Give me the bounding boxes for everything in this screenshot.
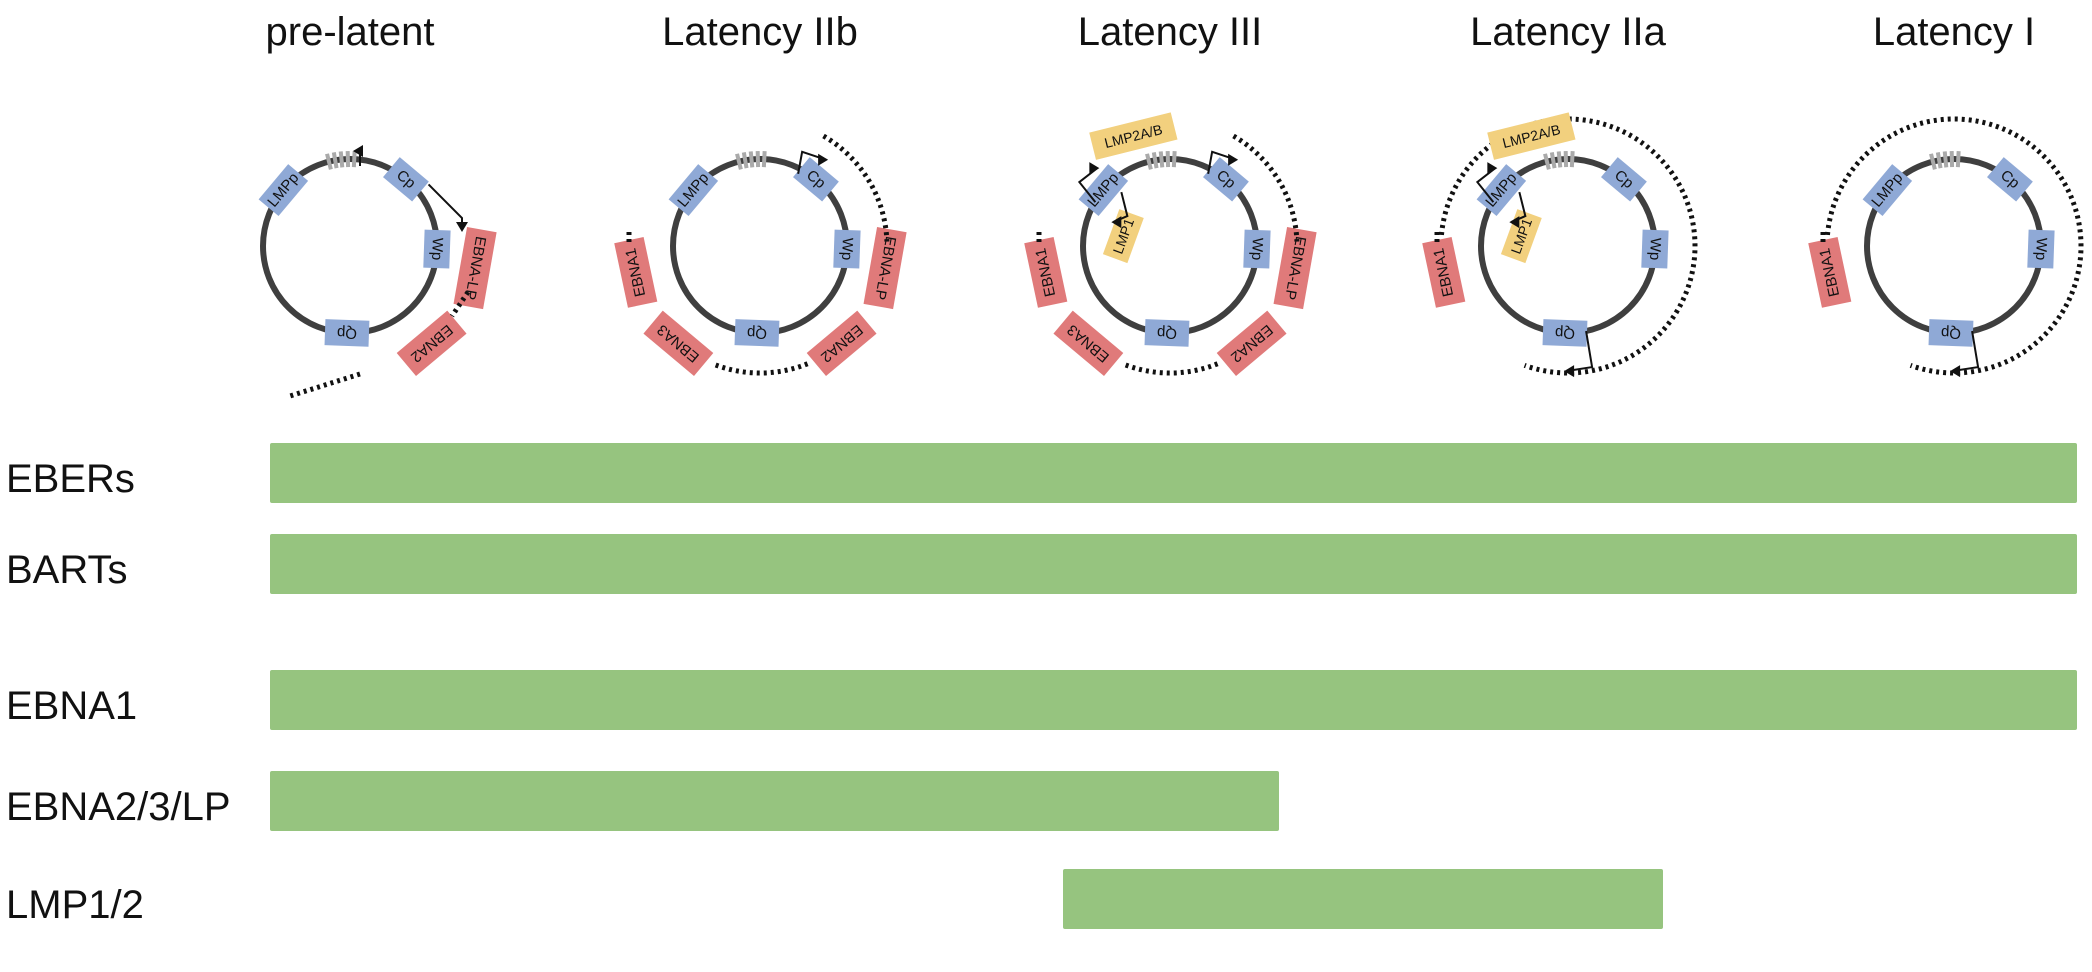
promoter-lmpp: LMPp bbox=[1476, 164, 1527, 217]
column-title: pre-latent bbox=[266, 10, 435, 54]
promoter-qp: Qp bbox=[1928, 319, 1974, 347]
row-label: LMP1/2 bbox=[6, 883, 144, 927]
promoter-cp: Cp bbox=[383, 157, 429, 202]
ebna2: EBNA2 bbox=[806, 310, 877, 376]
expression-bar bbox=[270, 443, 2077, 503]
promoter-wp: Wp bbox=[2027, 229, 2055, 269]
promoter-qp: Qp bbox=[1144, 319, 1190, 347]
promoter-wp: Wp bbox=[1243, 229, 1271, 269]
expression-bar bbox=[270, 670, 2077, 730]
promoter-cp: Cp bbox=[1203, 157, 1249, 202]
promoter-wp-label: Wp bbox=[838, 237, 856, 260]
ebna1-transcript bbox=[1824, 116, 2084, 376]
promoter-qp: Qp bbox=[734, 319, 780, 347]
promoter-wp-label: Wp bbox=[1248, 237, 1266, 260]
lmp2ab: LMP2A/B bbox=[1089, 112, 1178, 160]
expression-bar bbox=[1063, 869, 1663, 929]
ebna1: EBNA1 bbox=[1024, 237, 1068, 308]
column-title: Latency IIb bbox=[662, 10, 858, 54]
expression-row: EBNA1 bbox=[6, 670, 2077, 730]
expression-row: LMP1/2 bbox=[6, 869, 1663, 929]
promoter-cp: Cp bbox=[1601, 157, 1647, 202]
promoter-cp: Cp bbox=[1987, 157, 2033, 202]
promoter-wp: Wp bbox=[1641, 229, 1669, 269]
promoter-qp: Qp bbox=[1542, 319, 1588, 347]
ebna2: EBNA2 bbox=[1216, 310, 1287, 376]
column-title: Latency III bbox=[1078, 10, 1263, 54]
ebna1: EBNA1 bbox=[614, 237, 658, 308]
lmp2ab: LMP2A/B bbox=[1487, 112, 1576, 160]
promoter-qp: Qp bbox=[324, 319, 370, 347]
expression-row: EBNA2/3/LP bbox=[6, 771, 1279, 831]
expression-bar bbox=[270, 771, 1279, 831]
expression-row: BARTs bbox=[6, 534, 2077, 594]
promoter-qp-label: Qp bbox=[337, 324, 358, 342]
ebna-lp: EBNA-LP bbox=[1273, 227, 1317, 310]
promoter-cp: Cp bbox=[793, 157, 839, 202]
promoter-wp-label: Wp bbox=[2032, 237, 2050, 260]
ebna3: EBNA3 bbox=[1053, 310, 1124, 376]
column-title: Latency I bbox=[1873, 10, 2035, 54]
column-title: Latency IIa bbox=[1470, 10, 1666, 54]
promoter-qp-label: Qp bbox=[1157, 324, 1178, 342]
row-label: EBNA2/3/LP bbox=[6, 785, 231, 829]
row-label: EBNA1 bbox=[6, 684, 137, 728]
row-label: EBERs bbox=[6, 457, 135, 501]
ebna-lp: EBNA-LP bbox=[863, 227, 907, 310]
promoter-wp: Wp bbox=[423, 229, 451, 269]
ebna-lp: EBNA-LP bbox=[453, 227, 497, 310]
promoter-qp-label: Qp bbox=[1941, 324, 1962, 342]
promoter-wp: Wp bbox=[833, 229, 861, 269]
expression-row: EBERs bbox=[6, 443, 2077, 503]
ebna1-transcript bbox=[1438, 116, 1698, 376]
ebna1: EBNA1 bbox=[1422, 237, 1466, 308]
expression-bar bbox=[270, 534, 2077, 594]
ebna2: EBNA2 bbox=[396, 310, 467, 376]
row-label: BARTs bbox=[6, 548, 128, 592]
ebna3: EBNA3 bbox=[643, 310, 714, 376]
promoter-qp-label: Qp bbox=[747, 324, 768, 342]
promoter-qp-label: Qp bbox=[1555, 324, 1576, 342]
promoter-wp-label: Wp bbox=[1646, 237, 1664, 260]
promoter-wp-label: Wp bbox=[428, 237, 446, 260]
ebna1: EBNA1 bbox=[1808, 237, 1852, 308]
